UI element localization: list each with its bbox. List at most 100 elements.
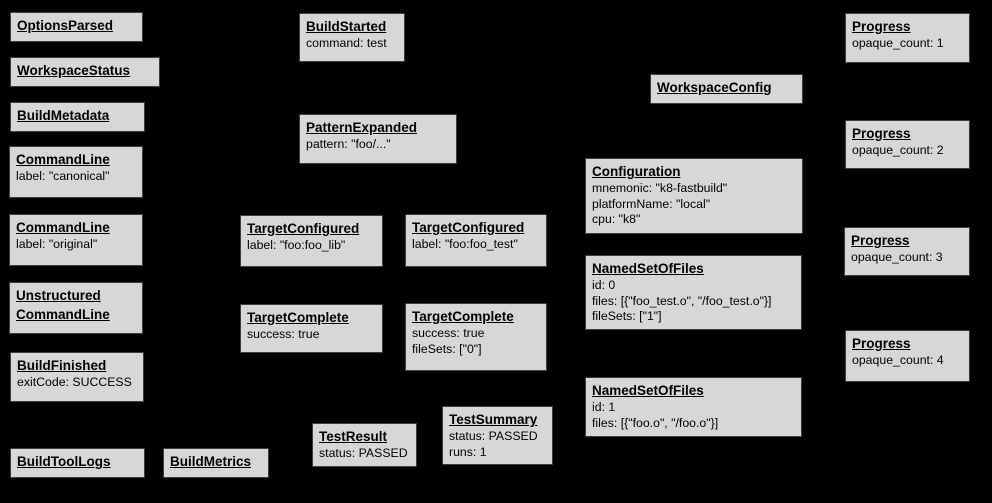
node-title-line: CommandLine <box>16 307 110 322</box>
node-field: label: "foo:foo_lib" <box>247 238 346 252</box>
node-body: success: true <box>247 327 376 343</box>
node-field: platformName: "local" <box>592 196 711 211</box>
node-title: Progress <box>852 124 963 143</box>
node-target-complete-foo-lib: TargetComplete success: true <box>240 304 383 353</box>
node-title-line: NamedSetOfFiles <box>592 383 704 398</box>
node-field: cpu: "k8" <box>592 212 641 226</box>
node-field: files: [{"foo.o", "/foo.o"}] <box>592 415 719 430</box>
node-field: runs: 1 <box>449 444 487 459</box>
node-title: TargetConfigured <box>247 219 376 238</box>
node-build-tool-logs: BuildToolLogs <box>10 448 145 478</box>
node-title-line: Unstructured <box>16 288 101 303</box>
node-title: BuildFinished <box>17 356 137 375</box>
node-field: id: 0 <box>592 278 616 292</box>
node-title-line: Progress <box>852 126 911 141</box>
node-title: NamedSetOfFiles <box>592 259 795 278</box>
node-title: BuildMetrics <box>170 452 262 471</box>
node-title: TestSummary <box>449 410 546 429</box>
node-title: CommandLine <box>16 218 136 237</box>
node-build-finished: BuildFinished exitCode: SUCCESS <box>10 352 144 402</box>
node-target-configured-foo-lib: TargetConfigured label: "foo:foo_lib" <box>240 215 383 267</box>
node-title: TargetComplete <box>412 307 540 326</box>
node-build-started: BuildStarted command: test <box>299 13 405 62</box>
node-progress-1: Progress opaque_count: 1 <box>845 13 970 63</box>
node-field: files: [{"foo_test.o", "/foo_test.o"}] <box>592 293 772 308</box>
node-title-line: WorkspaceStatus <box>17 63 131 78</box>
node-body: label: "foo:foo_test" <box>412 237 540 253</box>
node-title: Progress <box>851 231 963 250</box>
node-body: pattern: "foo/..." <box>306 137 450 153</box>
node-title-line: TestSummary <box>449 412 538 427</box>
node-workspace-config: WorkspaceConfig <box>650 74 803 104</box>
node-field: label: "foo:foo_test" <box>412 237 518 251</box>
node-body: label: "canonical" <box>16 169 136 185</box>
node-field: success: true <box>247 327 320 341</box>
node-command-line-canonical: CommandLine label: "canonical" <box>9 146 143 198</box>
node-title-line: Progress <box>852 19 911 34</box>
node-title-line: TestResult <box>319 429 388 444</box>
node-body: opaque_count: 2 <box>852 143 963 159</box>
node-title: BuildToolLogs <box>17 452 138 471</box>
node-body: opaque_count: 1 <box>852 36 963 52</box>
node-test-result: TestResult status: PASSED <box>312 423 417 467</box>
node-field: label: "canonical" <box>16 169 110 183</box>
node-title-line: Progress <box>852 336 911 351</box>
node-field: status: PASSED <box>449 429 538 443</box>
node-progress-3: Progress opaque_count: 3 <box>844 227 970 276</box>
node-body: label: "foo:foo_lib" <box>247 238 376 254</box>
node-pattern-expanded: PatternExpanded pattern: "foo/..." <box>299 114 457 164</box>
node-field: pattern: "foo/..." <box>306 137 391 151</box>
node-field: opaque_count: 1 <box>852 36 944 50</box>
node-title-line: PatternExpanded <box>306 120 418 135</box>
node-body: opaque_count: 3 <box>851 250 963 266</box>
node-title: WorkspaceConfig <box>657 78 796 97</box>
node-title-line: Configuration <box>592 164 681 179</box>
node-field: opaque_count: 2 <box>852 143 944 157</box>
node-title: OptionsParsed <box>17 16 136 35</box>
node-title: Progress <box>852 17 963 36</box>
node-title-line: TargetComplete <box>412 309 514 324</box>
node-field: command: test <box>306 36 387 50</box>
node-title: WorkspaceStatus <box>17 61 153 80</box>
node-title-line: Progress <box>851 233 910 248</box>
node-field: opaque_count: 3 <box>851 250 943 264</box>
node-title: PatternExpanded <box>306 118 450 137</box>
node-title-line: BuildFinished <box>17 358 107 373</box>
node-command-line-original: CommandLine label: "original" <box>9 214 143 266</box>
node-body: exitCode: SUCCESS <box>17 375 137 391</box>
node-field: status: PASSED <box>319 446 408 460</box>
node-title-line: WorkspaceConfig <box>657 80 772 95</box>
node-title-line: TargetConfigured <box>247 221 360 236</box>
node-title-line: CommandLine <box>16 152 110 167</box>
node-body: mnemonic: "k8-fastbuild"platformName: "l… <box>592 181 796 228</box>
node-field: success: true <box>412 326 485 340</box>
node-field: fileSets: ["0"] <box>412 341 482 356</box>
node-title-line: OptionsParsed <box>17 18 114 33</box>
node-title: Configuration <box>592 162 796 181</box>
node-title: TestResult <box>319 427 410 446</box>
node-title: CommandLine <box>16 150 136 169</box>
node-field: opaque_count: 4 <box>852 353 944 367</box>
node-title: BuildMetadata <box>17 106 138 125</box>
node-title: TargetComplete <box>247 308 376 327</box>
node-configuration: Configuration mnemonic: "k8-fastbuild"pl… <box>585 158 803 234</box>
node-body: command: test <box>306 36 398 52</box>
node-build-metadata: BuildMetadata <box>10 102 145 132</box>
node-build-metrics: BuildMetrics <box>163 448 269 478</box>
node-target-configured-foo-test: TargetConfigured label: "foo:foo_test" <box>405 214 547 267</box>
node-body: opaque_count: 4 <box>852 353 963 369</box>
node-title-line: TargetConfigured <box>412 220 525 235</box>
node-title-line: BuildMetrics <box>170 454 252 469</box>
node-title-line: TargetComplete <box>247 310 349 325</box>
node-field: mnemonic: "k8-fastbuild" <box>592 181 728 195</box>
node-title: NamedSetOfFiles <box>592 381 795 400</box>
